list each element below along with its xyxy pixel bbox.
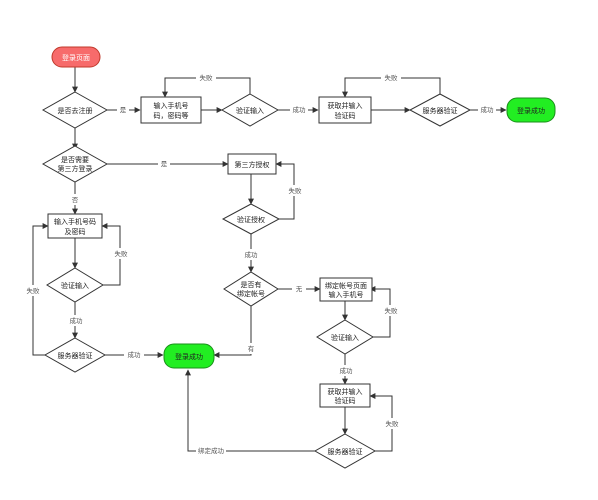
node-enter-phone-pwd: 输入手机号 码，密码等 (140, 96, 202, 124)
label-register-yes: 是 (120, 106, 127, 114)
arrow-bound-have (213, 306, 252, 358)
node-verify-auth-label: 验证授权 (237, 215, 265, 224)
node-enter-phone-pwd-line2: 码，密码等 (154, 111, 189, 120)
node-get-code-top-line1: 获取并输入 (328, 101, 363, 110)
node-enter-phone-code: 输入手机号码 及密码 (47, 213, 103, 239)
label-verify-top-success: 成功 (293, 105, 307, 114)
node-bind-page-line2: 输入手机号 (329, 290, 364, 299)
node-enter-phone-code-line2: 及密码 (65, 227, 86, 236)
label-bind-success: 绑定成功 (198, 446, 225, 455)
node-verify-input-left-label: 验证输入 (61, 281, 89, 290)
node-server-verify-right: 服务器验证 (313, 433, 377, 469)
label-verify-right-fail: 失败 (385, 306, 399, 315)
node-get-code-top-line2: 验证码 (335, 111, 356, 120)
label-verify-top-fail: 失败 (200, 73, 214, 82)
label-server-left-success: 成功 (128, 350, 142, 359)
label-verify-left-fail: 失败 (115, 249, 129, 258)
node-success-top: 登录成功 (506, 97, 556, 123)
label-bound-none: 无 (296, 285, 303, 293)
node-register-decision: 是否去注册 (41, 91, 109, 129)
node-verify-auth: 验证授权 (221, 203, 281, 235)
node-start: 登录页面 (51, 46, 101, 68)
node-verify-input-top-label: 验证输入 (236, 106, 264, 115)
edge-labels: 是 失败 成功 失败 成功 是 否 失败 成功 失败 失败 成功 成功 有 无 … (23, 72, 496, 456)
arrow-server-right-success (185, 369, 315, 452)
label-server-right-fail: 失败 (386, 419, 400, 428)
node-verify-input-right-label: 验证输入 (331, 333, 359, 342)
node-success-top-label: 登录成功 (517, 106, 545, 115)
node-server-verify-top-label: 服务器验证 (423, 106, 458, 115)
label-server-left-fail: 失败 (27, 286, 41, 295)
node-bind-page-line1: 绑定帐号页面 (325, 281, 367, 290)
node-verify-input-left: 验证输入 (46, 267, 104, 303)
node-register-decision-label: 是否去注册 (58, 106, 93, 115)
nodes: 登录页面 是否去注册 输入手机号 码，密码等 验证输入 获取并输入 验证码 服务… (41, 46, 556, 469)
node-has-bound-decision-line2: 绑定帐号 (237, 289, 265, 298)
node-start-label: 登录页面 (62, 53, 90, 62)
node-enter-phone-pwd-line1: 输入手机号 (154, 101, 189, 110)
node-bind-page: 绑定帐号页面 输入手机号 (319, 277, 373, 302)
label-server-top-fail: 失败 (385, 73, 399, 82)
label-third-yes: 是 (161, 160, 168, 168)
label-third-no: 否 (72, 196, 79, 204)
node-third-party-auth: 第三方授权 (227, 153, 277, 175)
node-enter-phone-code-line1: 输入手机号码 (54, 217, 96, 226)
label-verify-right-success: 成功 (340, 366, 354, 375)
label-verify-left-success: 成功 (70, 316, 84, 325)
node-verify-input-top: 验证输入 (220, 93, 280, 127)
node-has-bound-decision-line1: 是否有 (241, 280, 262, 289)
node-third-party-decision: 是否需要 第三方登录 (41, 145, 109, 183)
node-third-party-decision-line2: 第三方登录 (58, 164, 93, 173)
label-server-top-success: 成功 (481, 105, 495, 114)
node-server-verify-left: 服务器验证 (43, 337, 107, 373)
node-server-verify-left-label: 服务器验证 (58, 351, 93, 360)
node-verify-input-right: 验证输入 (316, 319, 374, 355)
label-bound-have: 有 (248, 344, 255, 353)
node-success-mid-label: 登录成功 (175, 352, 203, 361)
node-has-bound-decision: 是否有 绑定帐号 (223, 271, 279, 307)
node-server-verify-right-label: 服务器验证 (328, 447, 363, 456)
node-get-code-top: 获取并输入 验证码 (318, 96, 372, 124)
label-verify-auth-fail: 失败 (289, 186, 303, 195)
node-get-code-right: 获取并输入 验证码 (319, 383, 371, 408)
node-server-verify-top: 服务器验证 (408, 93, 472, 127)
label-verify-auth-success: 成功 (245, 250, 259, 259)
node-third-party-decision-line1: 是否需要 (61, 156, 89, 164)
node-success-mid: 登录成功 (163, 343, 215, 369)
node-third-party-auth-label: 第三方授权 (235, 160, 270, 169)
node-get-code-right-line2: 验证码 (335, 396, 356, 405)
node-get-code-right-line1: 获取并输入 (328, 387, 363, 396)
connectors (32, 67, 507, 452)
